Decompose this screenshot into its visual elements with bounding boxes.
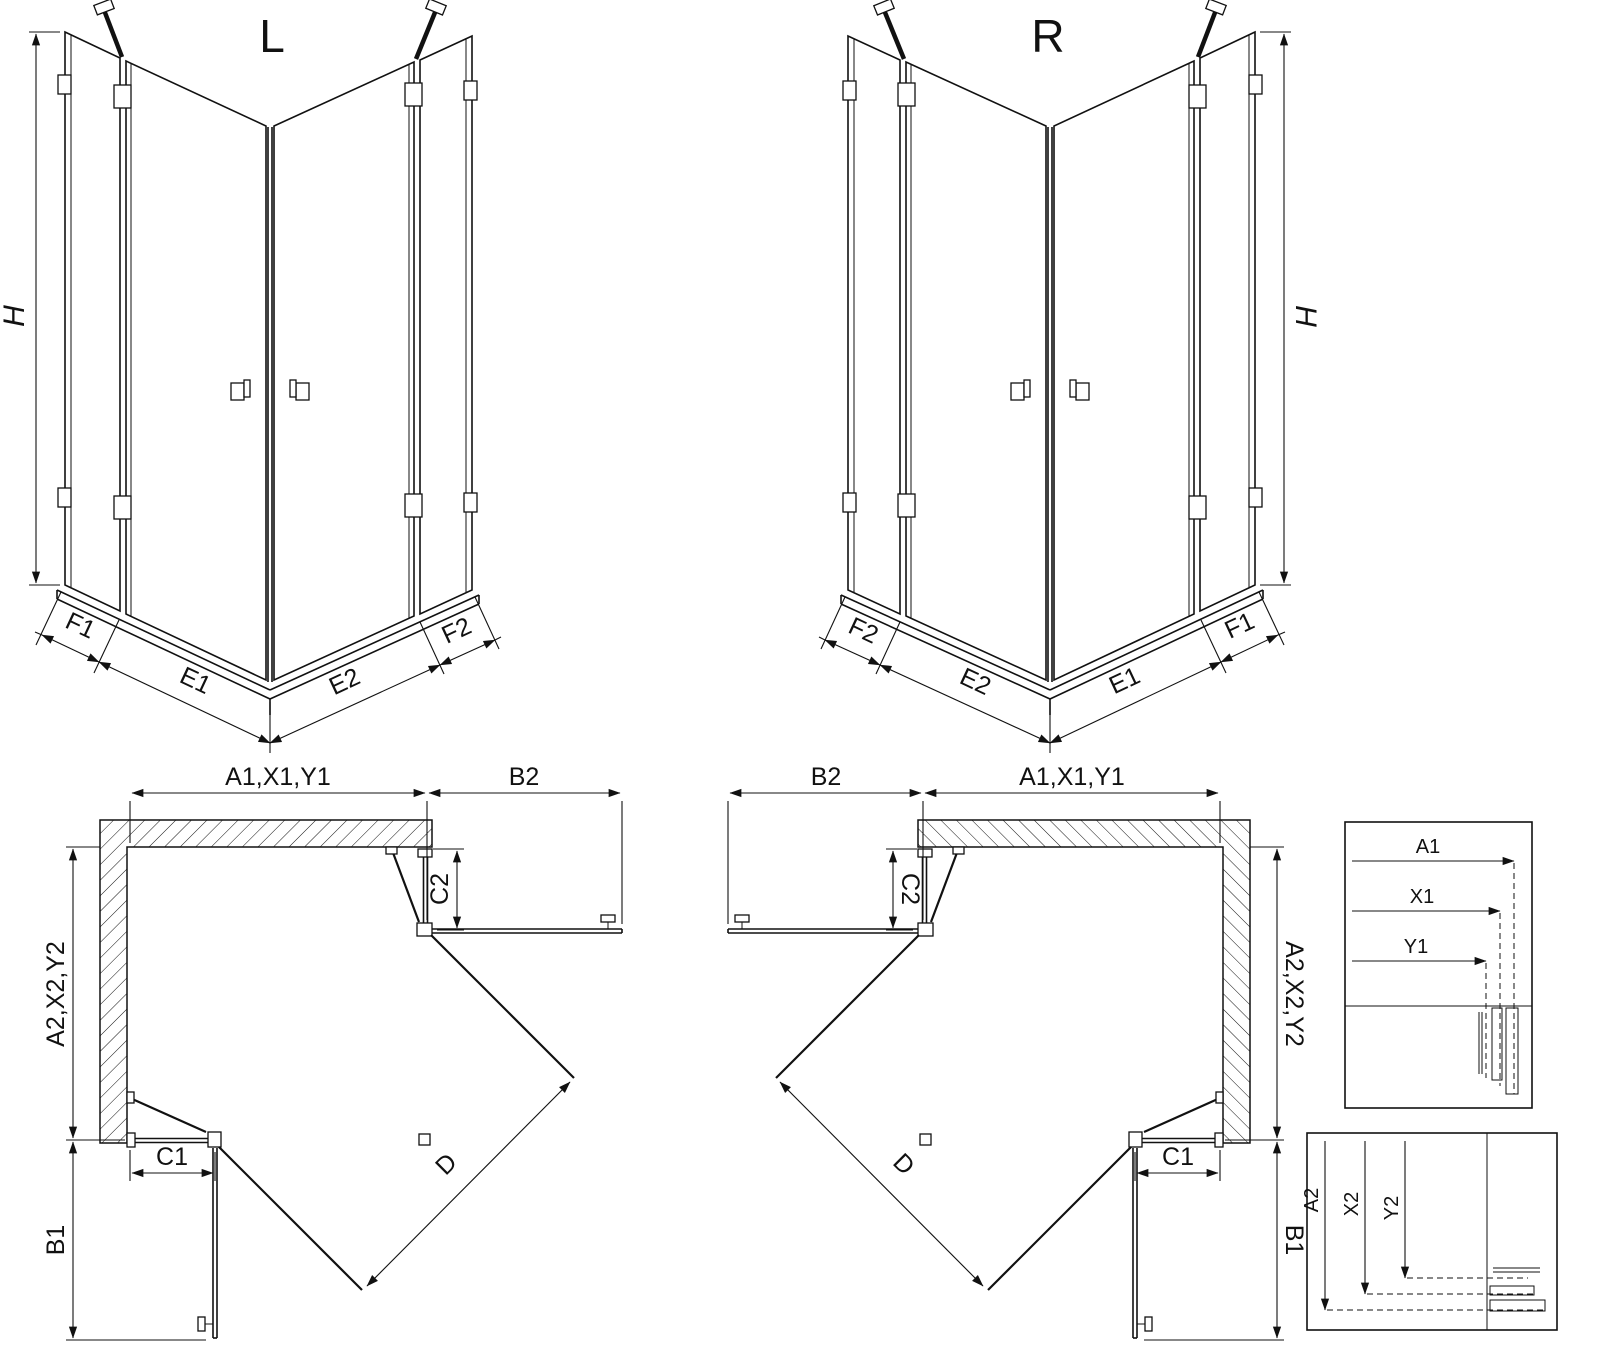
variant-label-left: L bbox=[259, 10, 285, 62]
plan-left-b2-label: B2 bbox=[509, 763, 540, 791]
segment-label-f2-right: F2 bbox=[844, 612, 882, 650]
plan-right-c2-label: C2 bbox=[896, 873, 924, 905]
segment-label-f1-left: F1 bbox=[61, 607, 99, 645]
detail-width-x1-label: X1 bbox=[1410, 886, 1434, 908]
segment-label-e1-right: E1 bbox=[1105, 662, 1145, 700]
height-label-left: H bbox=[0, 305, 31, 327]
plan-left-b1-label: B1 bbox=[42, 1225, 70, 1256]
plan-right-c1-label: C1 bbox=[1162, 1143, 1194, 1171]
plan-right-width-label: A1,X1,Y1 bbox=[1019, 763, 1125, 791]
segment-label-f1-right: F1 bbox=[1220, 607, 1258, 645]
detail-depth-x2-label: X2 bbox=[1341, 1192, 1363, 1216]
plan-view-left bbox=[66, 793, 622, 1340]
segment-label-e2-right: E2 bbox=[956, 663, 996, 701]
plan-view-right bbox=[728, 793, 1284, 1340]
height-label-right: H bbox=[1289, 305, 1322, 327]
segment-label-f2-left: F2 bbox=[437, 612, 475, 650]
detail-box-depth: A2 X2 Y2 bbox=[1301, 1132, 1558, 1331]
detail-depth-y2-label: Y2 bbox=[1381, 1196, 1403, 1220]
plan-left-c1-label: C1 bbox=[156, 1143, 188, 1171]
plan-left-d-label: D bbox=[430, 1148, 463, 1181]
detail-box-width: A1 X1 Y1 bbox=[1344, 821, 1533, 1109]
plan-left-c2-label: C2 bbox=[426, 873, 454, 905]
plan-right-b2-label: B2 bbox=[811, 763, 842, 791]
perspective-view-right bbox=[819, 0, 1291, 753]
detail-depth-a2-label: A2 bbox=[1301, 1188, 1323, 1212]
plan-left-width-label: A1,X1,Y1 bbox=[225, 763, 331, 791]
plan-left-depth-label: A2,X2,Y2 bbox=[42, 941, 70, 1047]
perspective-view-left bbox=[29, 0, 501, 753]
detail-width-a1-label: A1 bbox=[1416, 836, 1440, 858]
segment-label-e1-left: E1 bbox=[176, 662, 216, 700]
plan-right-d-label: D bbox=[887, 1148, 920, 1181]
plan-right-b1-label: B1 bbox=[1280, 1225, 1308, 1256]
segment-label-e2-left: E2 bbox=[325, 663, 365, 701]
plan-right-depth-label: A2,X2,Y2 bbox=[1280, 941, 1308, 1047]
variant-label-right: R bbox=[1031, 10, 1064, 62]
detail-width-y1-label: Y1 bbox=[1404, 936, 1428, 958]
